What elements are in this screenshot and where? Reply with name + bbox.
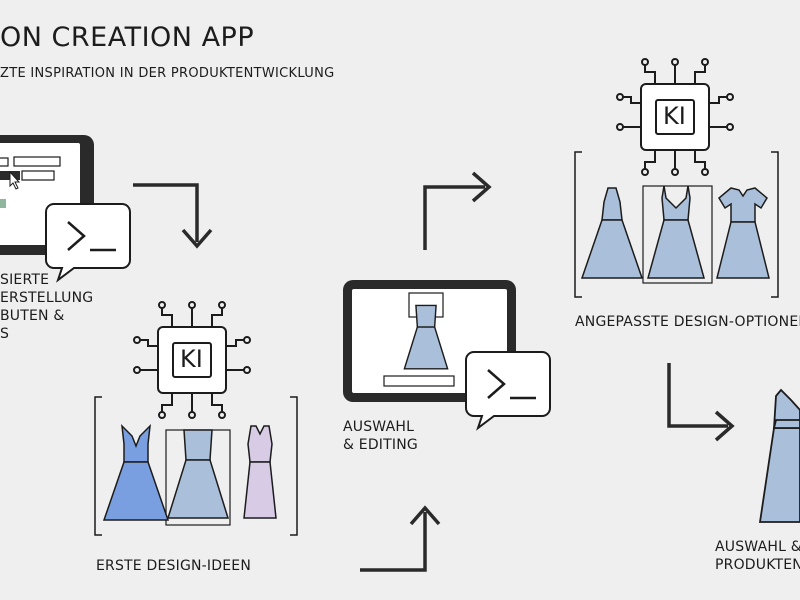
cursor-icon [9, 170, 21, 190]
step1-label-line3: BUTEN & [0, 308, 65, 324]
step1-label-line2: ERSTELLUNG [0, 290, 94, 306]
step4-label: ANGEPASSTE DESIGN-OPTIONEN [575, 314, 800, 330]
step1-label: SIERTE ERSTELLUNG BUTEN & S [0, 271, 93, 343]
terminal-icon-step1 [44, 202, 132, 282]
step5-label-line2: PRODUKTEN [715, 557, 800, 573]
ki-label-step4: KI [663, 102, 686, 130]
dress-icon-strapless [167, 429, 229, 519]
step5-label: AUSWAHL & PRODUKTEN [715, 538, 800, 574]
step1-label-line1: SIERTE [0, 272, 50, 288]
step2-label: ERSTE DESIGN-IDEEN [96, 558, 251, 574]
dress-icon-royal [103, 425, 169, 521]
arrow-icon-2 [360, 512, 427, 572]
arrow-icon-4 [667, 363, 728, 428]
dress-icon-final [758, 388, 800, 523]
dress-icon-halter [581, 187, 643, 279]
arrow-icon-1 [133, 183, 199, 242]
page-subtitle: ZTE INSPIRATION IN DER PRODUKTENTWICKLUN… [0, 66, 335, 81]
ki-label-step2: KI [180, 345, 203, 373]
step3-label-line2: & EDITING [343, 437, 418, 453]
step1-label-line4: S [0, 326, 10, 342]
page-title: ON CREATION APP [0, 22, 255, 53]
arrow-icon-3 [423, 185, 485, 250]
terminal-icon-step3 [464, 350, 552, 430]
step3-label-line1: AUSWAHL [343, 419, 415, 435]
dress-icon-sleeve [716, 187, 770, 279]
dress-icon-lilac [243, 425, 277, 519]
step3-label: AUSWAHL & EDITING [343, 418, 418, 454]
step5-label-line1: AUSWAHL & [715, 539, 800, 555]
dress-icon-strap [647, 185, 705, 279]
